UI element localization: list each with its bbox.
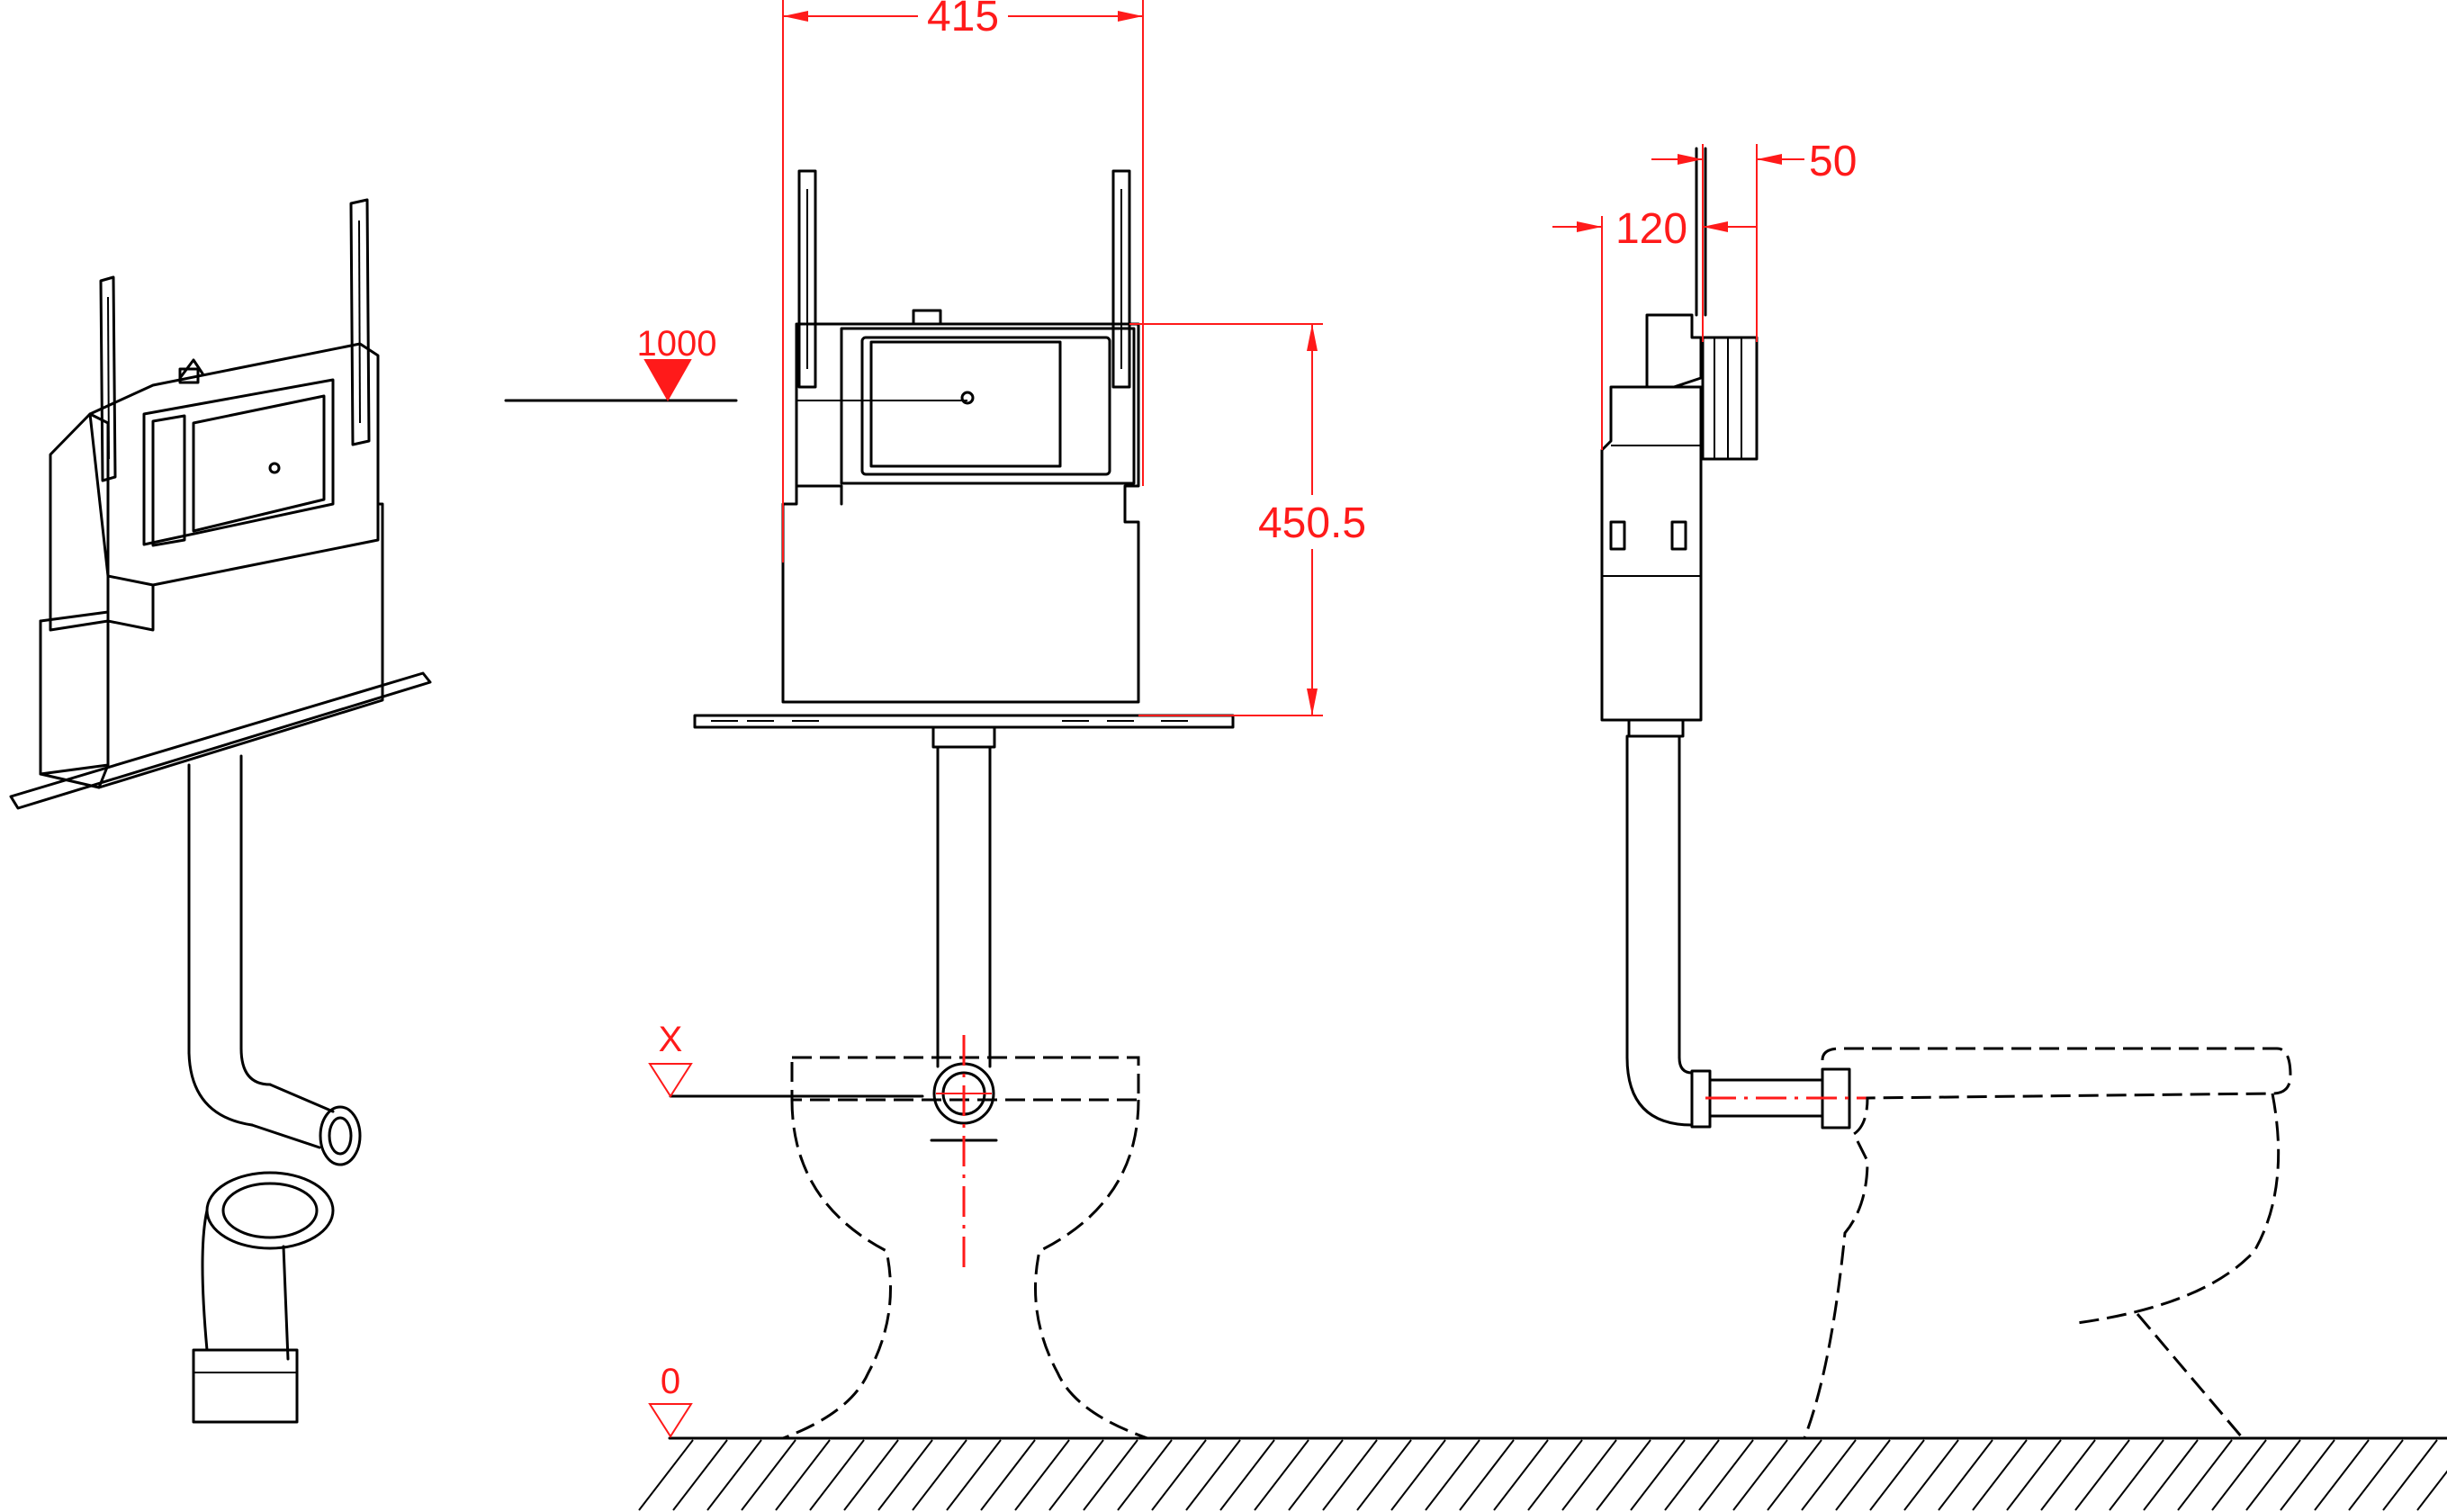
dimension-450-5: 450.5 (1129, 323, 1386, 716)
dimension-label-415: 415 (927, 0, 999, 40)
hatch-line (741, 1439, 796, 1511)
front-cistern (781, 309, 1140, 704)
hatch-line (1698, 1439, 1754, 1511)
hatch-line (1767, 1439, 1822, 1511)
hatch-line (2314, 1439, 2370, 1511)
hatch-line (1596, 1439, 1651, 1511)
dimension-50: 50 (1651, 138, 1857, 342)
dimension-label-120: 120 (1615, 205, 1687, 253)
front-centerline (936, 1035, 992, 1274)
hatch-line (2109, 1439, 2164, 1511)
dimension-120: 120 (1552, 200, 1757, 450)
hatch-line (912, 1439, 967, 1511)
hatch-line (2143, 1439, 2199, 1511)
hatch-line (2382, 1439, 2438, 1511)
hatch-line (1732, 1439, 1788, 1511)
level-marker-1000: 1000 (637, 324, 717, 402)
hatch-line (2006, 1439, 2062, 1511)
front-left-bracket (797, 169, 817, 389)
hatch-line (2348, 1439, 2404, 1511)
level-label-0: 0 (661, 1362, 680, 1401)
front-base-rail (693, 714, 1235, 729)
side-toilet-bowl (1803, 1047, 2292, 1439)
side-view (1600, 147, 2292, 1439)
level-marker-x: X (648, 1020, 693, 1098)
hatch-line (1254, 1439, 1309, 1511)
hatch-line (1801, 1439, 1857, 1511)
hatch-line (1425, 1439, 1480, 1511)
hatch-line (843, 1439, 899, 1511)
iso-elbow-connector (192, 1171, 335, 1424)
hatch-line (1390, 1439, 1446, 1511)
iso-right-bracket (349, 198, 371, 446)
iso-flush-pipe (187, 754, 362, 1166)
hatch-line (1664, 1439, 1720, 1511)
dimension-label-50: 50 (1809, 138, 1857, 185)
front-toilet-bowl (782, 1056, 1148, 1440)
hatch-line (1219, 1439, 1275, 1511)
side-cistern (1600, 313, 1759, 722)
hatch-line (1630, 1439, 1686, 1511)
hatch-line (877, 1439, 933, 1511)
hatch-line (1903, 1439, 1959, 1511)
front-right-bracket (1111, 169, 1131, 389)
hatch-line (638, 1439, 694, 1511)
hatch-line (1459, 1439, 1515, 1511)
hatch-line (706, 1439, 762, 1511)
hatch-line (1322, 1439, 1378, 1511)
hatch-line (2040, 1439, 2096, 1511)
hatch-line (1185, 1439, 1241, 1511)
floor (638, 1436, 2447, 1511)
hatch-line (1356, 1439, 1412, 1511)
side-flush-pipe (1625, 718, 1867, 1130)
hatch-line (2245, 1439, 2301, 1511)
hatch-line (946, 1439, 1002, 1511)
hatch-line (1869, 1439, 1925, 1511)
dimension-415: 415 (782, 0, 1144, 562)
hatch-line (1048, 1439, 1104, 1511)
hatch-line (2211, 1439, 2267, 1511)
hatch-line (2416, 1470, 2447, 1511)
front-flush-pipe (930, 725, 998, 1142)
hatch-line (2177, 1439, 2233, 1511)
hatch-line (775, 1439, 831, 1511)
hatch-line (1527, 1439, 1583, 1511)
dimension-label-450-5: 450.5 (1258, 500, 1366, 547)
hatch-line (1938, 1439, 1993, 1511)
hatch-line (1151, 1439, 1207, 1511)
front-view (504, 169, 1235, 1440)
hatch-line (1561, 1439, 1617, 1511)
hatch-line (1972, 1439, 2028, 1511)
hatch-line (1835, 1439, 1891, 1511)
hatch-line (1117, 1439, 1173, 1511)
hatch-line (2280, 1439, 2335, 1511)
hatch-line (809, 1439, 865, 1511)
hatch-line (2074, 1439, 2130, 1511)
level-marker-0: 0 (648, 1362, 693, 1438)
side-bracket (1695, 147, 1707, 317)
hatch-line (1014, 1439, 1070, 1511)
isometric-view (9, 198, 432, 1424)
hatch-line (672, 1439, 728, 1511)
hatch-line (1083, 1439, 1138, 1511)
hatch-line (1288, 1439, 1344, 1511)
level-label-x: X (659, 1020, 683, 1059)
hatch-line (1493, 1439, 1549, 1511)
floor-hatching (638, 1439, 2447, 1511)
iso-cistern (9, 342, 432, 810)
hatch-line (980, 1439, 1036, 1511)
level-label-1000: 1000 (637, 324, 717, 364)
